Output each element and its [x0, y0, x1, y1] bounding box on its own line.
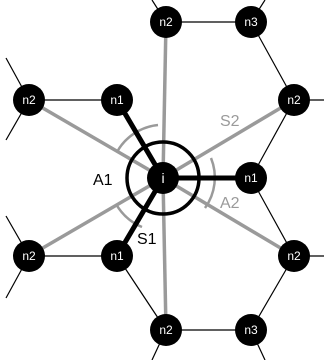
- node-n1-right: n1: [235, 162, 267, 194]
- node-label: n2: [287, 249, 301, 263]
- node-n2-bottom: n2: [150, 314, 182, 346]
- label-s2: S2: [220, 113, 240, 130]
- gray-edge-center-to-n2-left-upper: [28, 98, 164, 180]
- node-n1-left-lower: n1: [101, 240, 133, 272]
- node-n2-left-upper: n2: [13, 84, 45, 116]
- node-label: n1: [110, 93, 124, 107]
- nodes: n2 n3 n2 n1 n2 n1 n2 n1: [13, 6, 310, 346]
- center-ring: [125, 140, 201, 216]
- node-n1-left-upper: n1: [101, 84, 133, 116]
- label-a2: A2: [220, 195, 240, 212]
- node-n3-top: n3: [235, 6, 267, 38]
- gray-edge-center-to-n2-bottom: [161, 177, 168, 331]
- label-a1: A1: [93, 172, 113, 189]
- gray-edge-center-to-n2-right-lower: [162, 176, 295, 258]
- node-label: n1: [244, 171, 258, 185]
- node-n3-bottom: n3: [235, 314, 267, 346]
- node-label: n3: [244, 15, 258, 29]
- label-s1: S1: [137, 231, 157, 248]
- center-node-label: i: [161, 170, 164, 186]
- node-label: n2: [287, 93, 301, 107]
- gray-edge-center-to-n2-left-lower: [28, 176, 164, 258]
- node-n2-left-lower: n2: [13, 240, 45, 272]
- node-n2-right-lower: n2: [278, 240, 310, 272]
- node-label: n2: [159, 323, 173, 337]
- gray-edge-center-to-n2-top: [161, 21, 168, 179]
- gray-edges: [28, 21, 295, 331]
- node-n2-right-upper: n2: [278, 84, 310, 116]
- node-label: n3: [244, 323, 258, 337]
- arc-s1-gray: [114, 203, 143, 229]
- node-label: n2: [159, 15, 173, 29]
- node-label: n1: [110, 249, 124, 263]
- arc-a2-gray: [203, 157, 217, 209]
- node-label: n2: [22, 249, 36, 263]
- node-center-i: i: [147, 162, 179, 194]
- node-label: n2: [22, 93, 36, 107]
- node-n2-top: n2: [150, 6, 182, 38]
- gray-edge-center-to-n2-right-upper: [162, 98, 295, 180]
